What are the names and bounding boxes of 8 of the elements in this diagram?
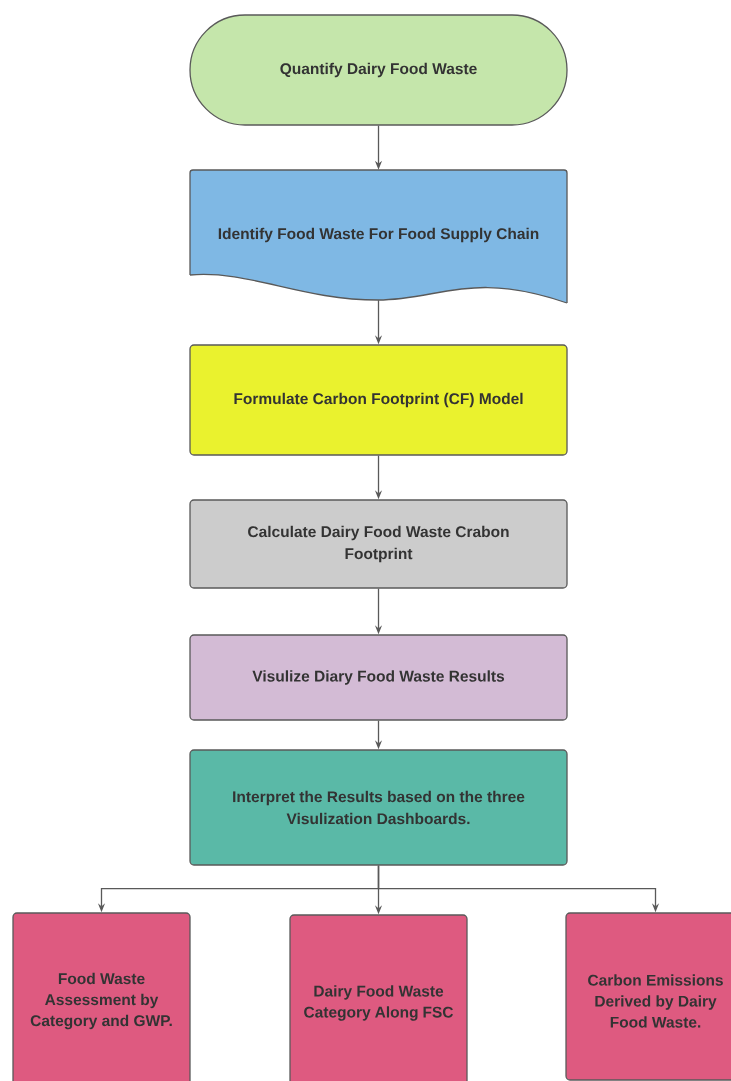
process-box: Dairy Food Waste Category Along FSC (289, 914, 468, 1081)
process-box: Calculate Dairy Food Waste Crabon Footprint (189, 499, 568, 589)
start-terminal: Quantify Dairy Food Waste (189, 14, 568, 126)
process-box: Food Waste Assessment by Category and GWP. (12, 912, 191, 1081)
process-box: Interpret the Results based on the three Visulization Dashboards. (189, 749, 568, 866)
process-box: Carbon Emissions Derived by Dairy Food Waste. (565, 912, 731, 1081)
process-box: Visulize Diary Food Waste Results (189, 634, 568, 721)
process-box: Formulate Carbon Footprint (CF) Model (189, 344, 568, 456)
